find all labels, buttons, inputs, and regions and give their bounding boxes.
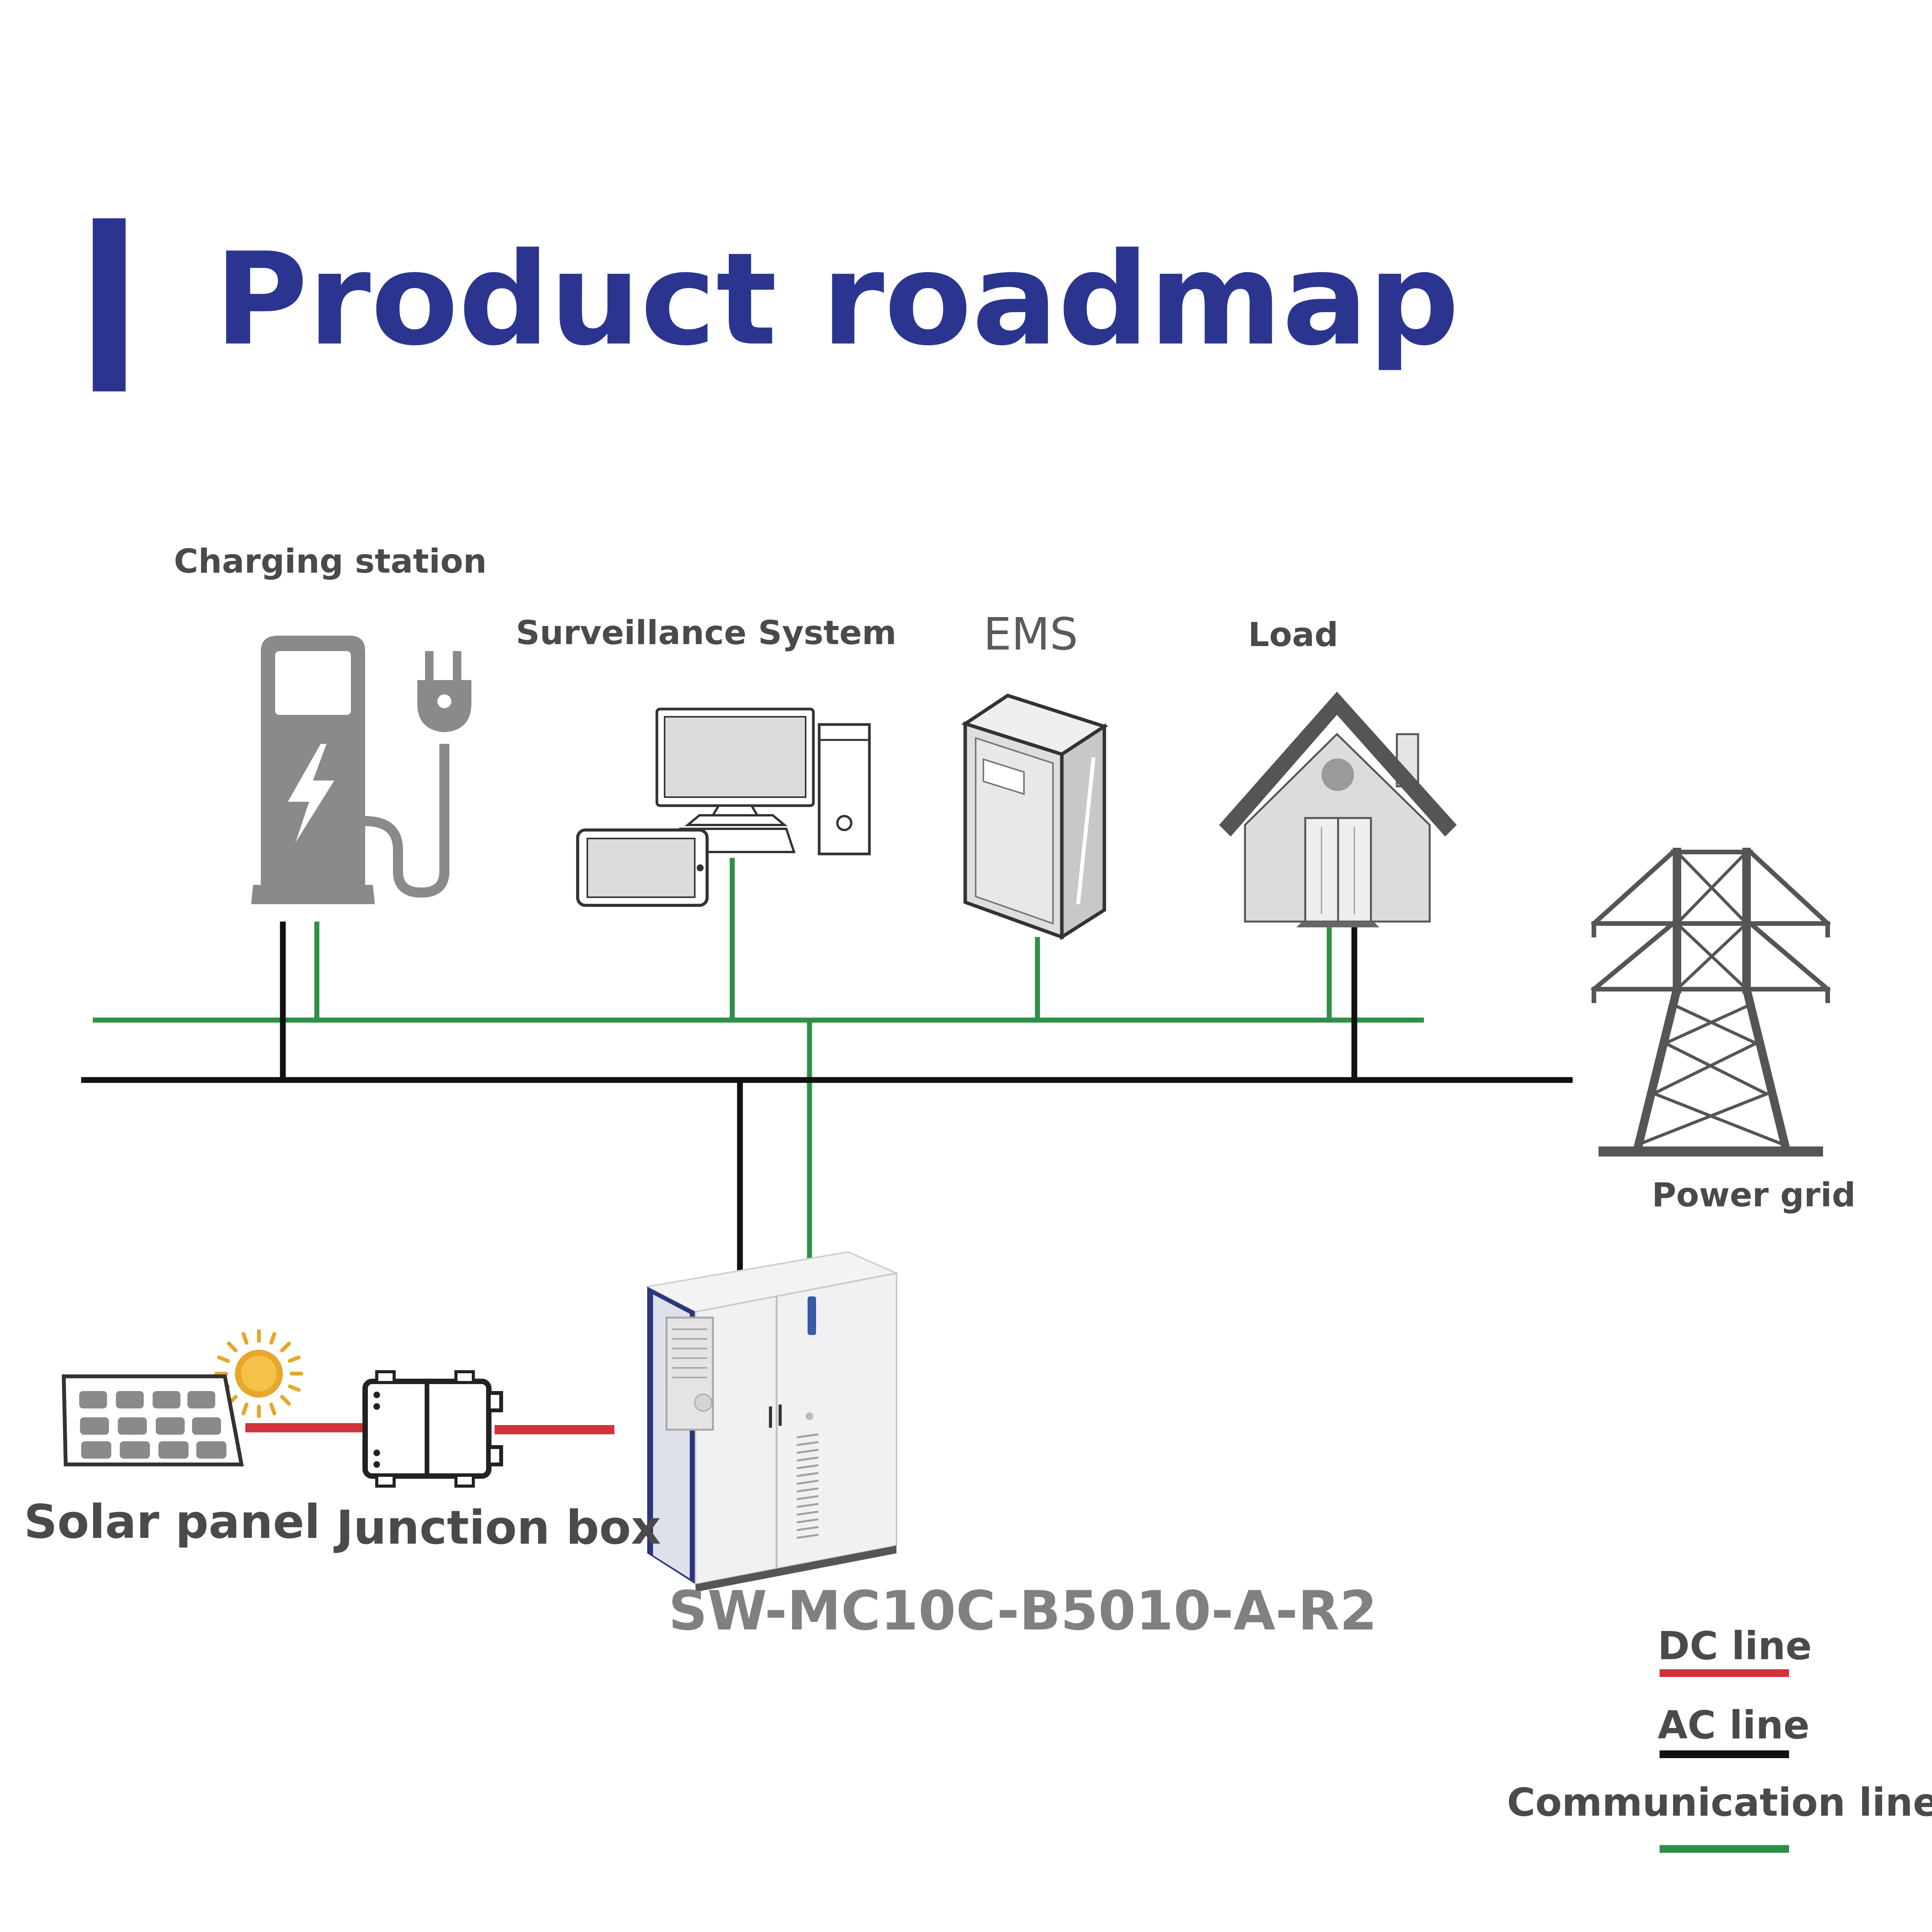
legend-ac-line-label: AC line — [1658, 1702, 1810, 1748]
legend-dc-line-label: DC line — [1658, 1623, 1812, 1668]
communication-lines — [93, 858, 1424, 1260]
legend-dc-line-swatch — [1660, 1669, 1789, 1677]
server-cabinet-icon — [961, 694, 1109, 940]
sun-icon — [214, 1329, 303, 1418]
computer-tablet-icon — [576, 707, 871, 907]
ev-charger-icon — [251, 636, 471, 904]
label-load: Load — [1248, 616, 1338, 654]
label-solar-panel: Solar panel — [24, 1495, 320, 1549]
label-surveillance-system: Surveillance System — [516, 614, 897, 652]
label-storage-model: SW-MC10C-B5010-A-R2 — [668, 1580, 1378, 1643]
legend-ac-line-swatch — [1660, 1750, 1789, 1758]
label-junction-box: Junction box — [336, 1501, 661, 1555]
dc-lines — [245, 1423, 614, 1434]
title-accent-bar — [93, 218, 126, 391]
label-ems: EMS — [983, 609, 1078, 660]
transmission-tower-icon — [1590, 848, 1831, 1156]
house-icon — [1219, 692, 1457, 927]
junction-box-icon — [362, 1370, 503, 1488]
label-power-grid: Power grid — [1652, 1176, 1856, 1214]
legend-communication-line-swatch — [1660, 1845, 1789, 1853]
solar-panel-icon — [61, 1374, 244, 1466]
label-charging-station: Charging station — [174, 542, 487, 581]
ac-lines — [81, 922, 1573, 1271]
energy-storage-cabinet-icon — [645, 1251, 899, 1592]
page-title: Product roadmap — [214, 225, 1459, 374]
legend-communication-line-label: Communication line — [1507, 1780, 1932, 1825]
